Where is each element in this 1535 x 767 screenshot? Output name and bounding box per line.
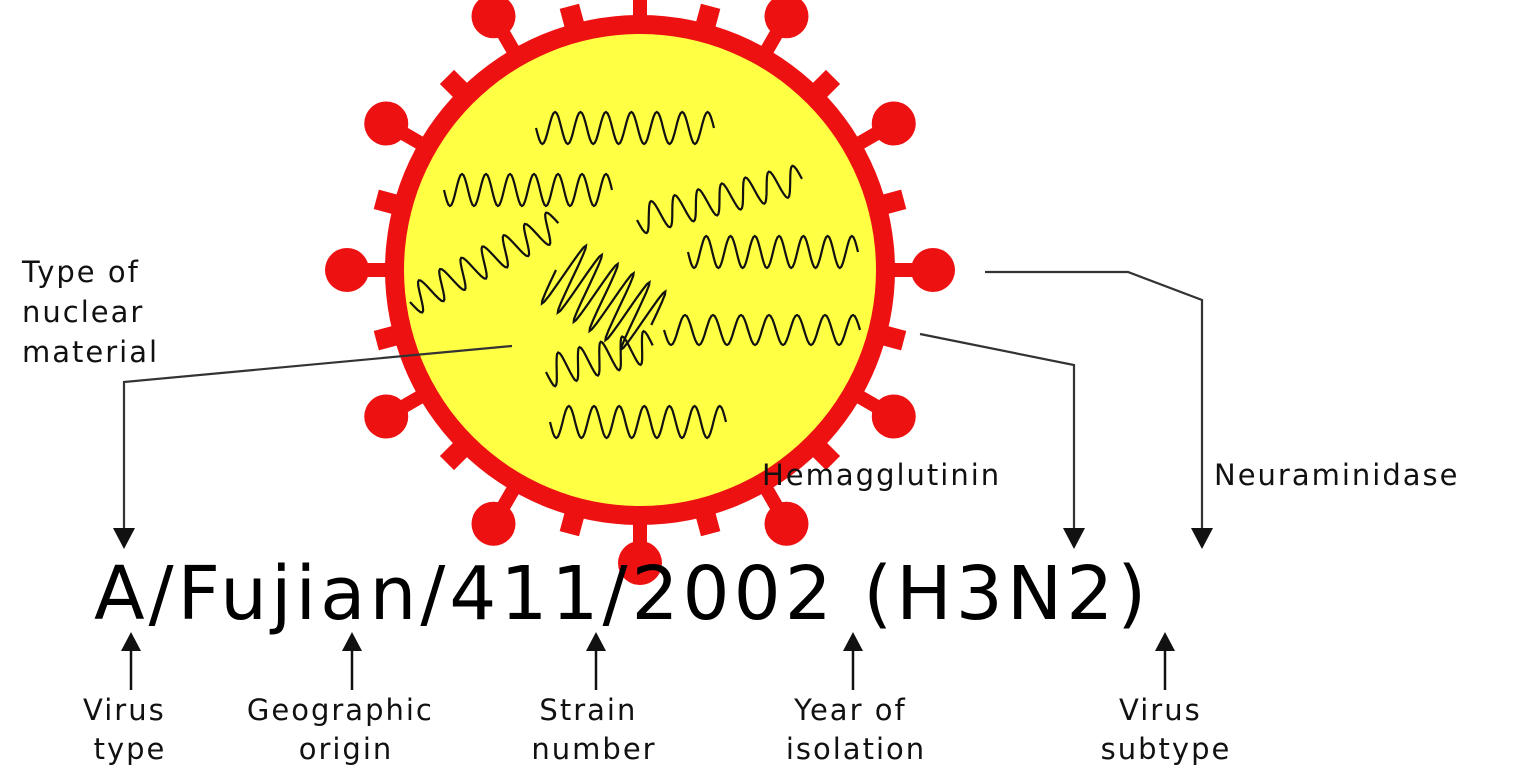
hemagglutinin-label: Hemagglutinin [762, 458, 1001, 492]
spike-knob [765, 487, 809, 546]
spike-knob [857, 395, 916, 439]
year-of-isolation-label: Year of isolation [786, 693, 926, 766]
bottom-arrows [121, 632, 1175, 690]
spike-knob [890, 248, 955, 292]
virus-subtype-label: Virus subtype [1101, 693, 1232, 766]
spike-knob [325, 248, 390, 292]
spike-knob [472, 487, 516, 546]
hemagglutinin-arrowhead [1063, 528, 1085, 549]
spike-knob [765, 0, 809, 53]
nuclear-material-label: Type of nuclear material [21, 255, 159, 369]
spike-knob [364, 102, 423, 146]
hemagglutinin-line [920, 334, 1074, 535]
virus-subtype-arrowhead [1155, 632, 1175, 651]
spike-knob [857, 102, 916, 146]
neuraminidase-arrowhead [1191, 528, 1213, 549]
virus-particle [325, 0, 955, 585]
spike-knob [472, 0, 516, 53]
strain-name: A/Fujian/411/2002 (H3N2) [94, 551, 1150, 637]
bottom-labels: Virus type Geographic origin Strain numb… [83, 693, 1231, 766]
neuraminidase-line [985, 272, 1202, 535]
geographic-origin-label: Geographic origin [247, 693, 445, 766]
nuclear-arrowhead [113, 528, 135, 549]
neuraminidase-label: Neuraminidase [1214, 458, 1459, 492]
strain-number-label: Strain number [531, 693, 656, 766]
virus-type-label: Virus type [83, 693, 177, 766]
spike-knob [364, 395, 423, 439]
